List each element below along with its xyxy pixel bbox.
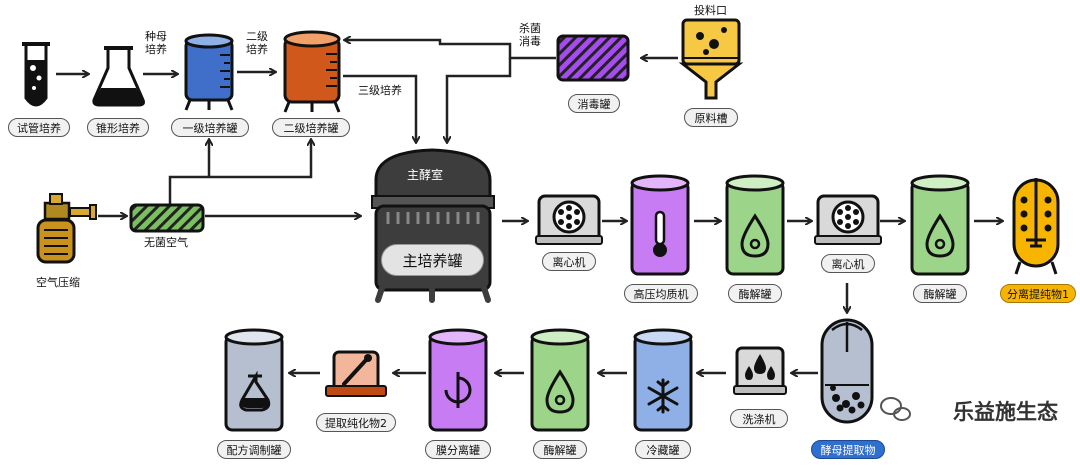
sterile-air-filter-icon [129, 203, 205, 233]
test-tube-icon [22, 42, 50, 107]
yeast-extract-label: 酵母提取物 [811, 440, 885, 459]
membrane-label: 膜分离罐 [425, 440, 491, 459]
secondary-tank-icon [283, 30, 341, 113]
disinfection-tank-icon [556, 34, 630, 82]
formula-tank-icon [224, 328, 284, 432]
centrifuge-icon [535, 194, 603, 245]
enzymolysis-tank-icon [530, 328, 590, 432]
pipette-icon [325, 350, 387, 397]
wechat-icon [880, 397, 911, 421]
secondary-culture-label: 二级 培养 [246, 30, 268, 56]
feed-port-label: 投料口 [694, 4, 727, 17]
secondary-tank-label: 二级培养罐 [272, 118, 350, 137]
raw-tank-label: 原料槽 [684, 108, 738, 127]
test-tube-label: 试管培养 [8, 118, 70, 137]
washer-icon [733, 346, 787, 395]
homogenizer-icon [630, 174, 690, 276]
membrane-tank-icon [428, 328, 488, 432]
main-chamber-label: 主酵室 [407, 168, 444, 182]
purified-2-label: 提取纯化物2 [316, 413, 396, 432]
air-compressor-icon [36, 193, 97, 264]
sterile-air-label: 无菌空气 [144, 236, 188, 249]
enzymolysis-2-label: 酶解罐 [913, 284, 967, 303]
cold-tank-label: 冷藏罐 [635, 440, 691, 459]
flow-arrows [56, 40, 1002, 373]
centrifuge-1-label: 离心机 [542, 252, 596, 271]
watermark: 乐益施生态 [953, 396, 1058, 426]
air-compress-label: 空气压缩 [36, 276, 80, 289]
flask-icon [92, 46, 145, 107]
flask-label: 锥形培养 [87, 118, 149, 137]
tertiary-culture-label: 三级培养 [358, 84, 402, 97]
primary-tank-icon [184, 33, 234, 111]
sterilize-label: 杀菌 消毒 [519, 22, 541, 48]
cold-storage-tank-icon [633, 328, 693, 432]
yeast-extract-vessel-icon [820, 318, 874, 424]
centrifuge-icon [814, 194, 882, 245]
centrifuge-2-label: 离心机 [821, 254, 875, 273]
washer-label: 洗涤机 [730, 409, 788, 428]
enzymolysis-3-label: 酶解罐 [533, 440, 587, 459]
purified-vessel-icon [1012, 178, 1060, 275]
purified-1-label: 分离提纯物1 [1000, 284, 1076, 303]
seed-culture-label: 种母 培养 [145, 30, 167, 56]
primary-tank-label: 一级培养罐 [171, 118, 249, 137]
enzymolysis-tank-icon [725, 174, 785, 276]
hopper-icon [678, 18, 744, 100]
watermark-text: 乐益施生态 [953, 400, 1058, 424]
disinfection-tank-label: 消毒罐 [568, 94, 620, 113]
enzymolysis-1-label: 酶解罐 [728, 284, 782, 303]
formula-tank-label: 配方调制罐 [217, 440, 291, 459]
homogenizer-label: 高压均质机 [624, 284, 698, 303]
enzymolysis-tank-icon [910, 174, 970, 276]
main-tank-label: 主培养罐 [381, 244, 484, 276]
